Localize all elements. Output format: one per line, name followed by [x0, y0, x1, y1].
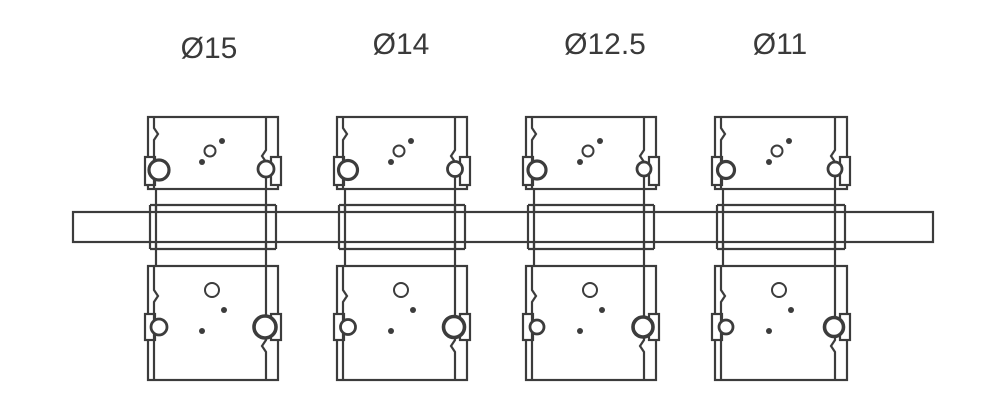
- shell-inner-edge-11: [721, 205, 837, 249]
- diameter-label-14: Ø14: [373, 28, 430, 61]
- upper-dot-a: [219, 138, 225, 144]
- lower-connector: [721, 242, 837, 266]
- shell-group-14: [332, 115, 472, 382]
- upper-bolt-hole-small: [256, 159, 276, 179]
- lower-bolt-hole-large: [252, 314, 278, 340]
- shell-collar-12-5: [526, 203, 656, 251]
- upper-bolt-hole-small: [826, 160, 844, 178]
- upper-connector: [721, 189, 837, 212]
- upper-dot-a: [597, 138, 603, 144]
- lower-dot-b: [766, 328, 772, 334]
- shell-groups: [143, 115, 852, 382]
- upper-left-edge: [152, 117, 160, 189]
- shell-collar-14: [337, 203, 467, 251]
- shaft: [71, 210, 935, 244]
- upper-bolt-hole-small: [446, 160, 464, 178]
- upper-connector: [343, 189, 457, 212]
- lower-dot-a: [410, 307, 416, 313]
- upper-left-edge: [341, 117, 349, 189]
- upper-connector: [154, 189, 268, 212]
- upper-left-edge: [530, 117, 538, 189]
- lower-dot-b: [577, 328, 583, 334]
- diameter-labels: Ø15 Ø14 Ø12.5 Ø11: [181, 28, 808, 65]
- upper-shell-outline: [713, 115, 849, 191]
- lower-bolt-hole-small: [528, 318, 546, 336]
- lower-dot-a: [599, 307, 605, 313]
- upper-bolt-hole-small: [635, 160, 653, 178]
- lower-connector: [154, 242, 268, 266]
- shell-collar-15: [148, 203, 278, 251]
- lower-oil-hole: [582, 282, 598, 298]
- lower-bolt-hole-small: [339, 318, 357, 336]
- upper-dot-b: [577, 159, 583, 165]
- lower-oil-hole: [393, 282, 409, 298]
- diameter-label-12-5: Ø12.5: [564, 28, 646, 61]
- shell-edge-overlay: [148, 203, 847, 251]
- upper-left-edge: [719, 117, 727, 189]
- lower-bolt-hole-small: [149, 317, 169, 337]
- upper-dot-b: [766, 159, 772, 165]
- upper-bolt-hole-large: [147, 158, 171, 182]
- shell-group-15: [143, 115, 283, 382]
- upper-oil-hole: [203, 144, 217, 158]
- lower-dot-b: [199, 328, 205, 334]
- lower-bolt-hole-large: [441, 314, 467, 340]
- shell-group-11: [710, 115, 852, 382]
- lower-bolt-hole-small: [717, 318, 735, 336]
- upper-dot-a: [408, 138, 414, 144]
- upper-oil-hole: [770, 144, 784, 158]
- upper-oil-hole: [581, 144, 595, 158]
- upper-dot-b: [388, 159, 394, 165]
- lower-bolt-hole-large: [631, 315, 655, 339]
- shell-inner-edge-15: [154, 205, 268, 249]
- lower-connector: [532, 242, 646, 266]
- upper-oil-hole: [392, 144, 406, 158]
- shell-inner-edge-14: [343, 205, 457, 249]
- lower-dot-a: [788, 307, 794, 313]
- lower-oil-hole: [771, 282, 787, 298]
- upper-bolt-hole-large: [715, 159, 737, 181]
- upper-bolt-hole-large: [526, 159, 548, 181]
- upper-connector: [532, 189, 646, 212]
- diameter-label-11: Ø11: [753, 28, 807, 61]
- upper-dot-a: [786, 138, 792, 144]
- upper-bolt-hole-large: [336, 158, 360, 182]
- diameter-label-15: Ø15: [181, 32, 238, 65]
- lower-right-edge: [829, 266, 837, 380]
- shell-inner-edge-12-5: [532, 205, 646, 249]
- lower-dot-a: [221, 307, 227, 313]
- upper-dot-b: [199, 159, 205, 165]
- lower-dot-b: [388, 328, 394, 334]
- lower-oil-hole: [204, 282, 220, 298]
- lower-connector: [343, 242, 457, 266]
- lower-bolt-hole-large: [822, 315, 846, 339]
- shell-collar-11: [715, 203, 847, 251]
